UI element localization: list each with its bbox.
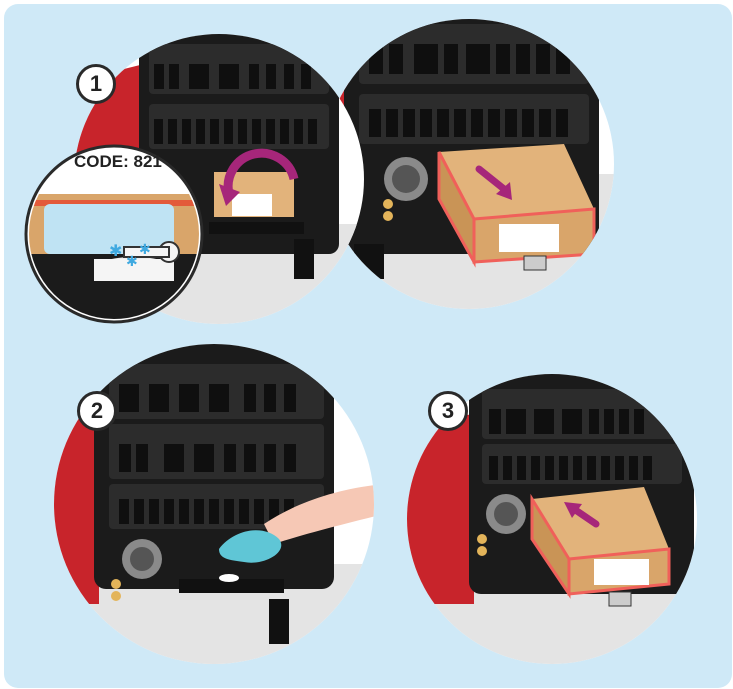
label-code-text: CODE: 821 [74,152,162,171]
step-number-badge: 3 [428,391,468,431]
step-number-badge: 2 [77,391,117,431]
svg-text:✱: ✱ [139,242,151,258]
svg-text:✱: ✱ [109,241,122,260]
svg-text:✱: ✱ [126,254,138,270]
instruction-panel: ✱ ✱ ✱ CODE: 821 [4,4,732,688]
instruction-illustration: ✱ ✱ ✱ CODE: 821 [4,4,732,688]
step-number-badge: 1 [76,64,116,104]
